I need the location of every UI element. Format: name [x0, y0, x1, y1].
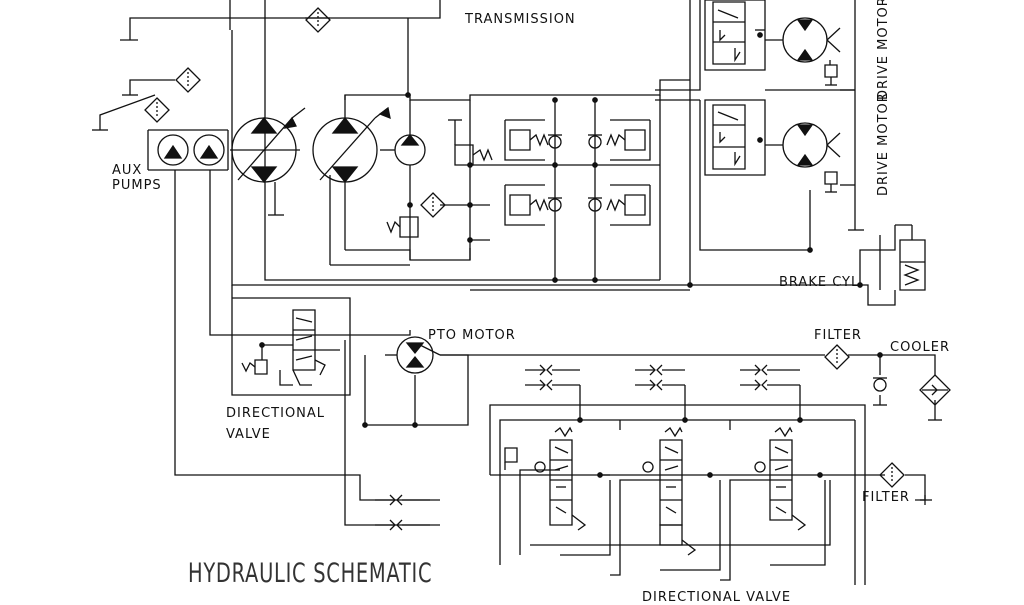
- filter-top: [825, 345, 849, 369]
- label-pto-motor: PTO MOTOR: [428, 328, 516, 343]
- filter-bottom: [880, 463, 904, 487]
- label-drive-motor-bottom: DRIVE MOTOR: [876, 92, 891, 196]
- label-aux-pumps-2: PUMPS: [112, 178, 162, 193]
- junction-dots: [260, 33, 882, 477]
- filter-top-small: [145, 8, 445, 217]
- aux-pumps: [158, 135, 224, 165]
- label-filter-bottom: FILTER: [862, 490, 910, 505]
- label-brake-cyl: BRAKE CYL: [779, 275, 860, 290]
- relief-valves: [387, 120, 650, 237]
- label-aux-pumps-1: AUX: [112, 163, 143, 178]
- label-filter-top: FILTER: [814, 328, 862, 343]
- charge-pump: [395, 135, 425, 165]
- directional-valve-left: [242, 310, 340, 385]
- brake-cylinder: [895, 225, 925, 290]
- label-drive-motor-top: DRIVE MOTOR: [876, 0, 891, 100]
- variable-pump-2: [313, 108, 390, 182]
- label-transmission: TRANSMISSION: [465, 12, 576, 27]
- variable-pump-1: [232, 108, 305, 215]
- label-directional-valve-left-2: VALVE: [226, 427, 271, 442]
- drive-motor-top: [705, 0, 840, 85]
- label-directional-valve-bottom: DIRECTIONAL VALVE: [642, 590, 792, 605]
- label-cooler: COOLER: [890, 340, 951, 355]
- directional-valve-bank: [505, 428, 805, 555]
- pto-motor: [385, 337, 433, 373]
- schematic-title: HYDRAULIC SCHEMATIC: [188, 558, 433, 589]
- drive-motor-bottom: [705, 90, 855, 192]
- cooler: [873, 375, 950, 405]
- label-directional-valve-left-1: DIRECTIONAL: [226, 406, 326, 421]
- check-valves: [548, 135, 602, 211]
- quick-couplers: [375, 365, 800, 530]
- main-piping: [92, 0, 942, 585]
